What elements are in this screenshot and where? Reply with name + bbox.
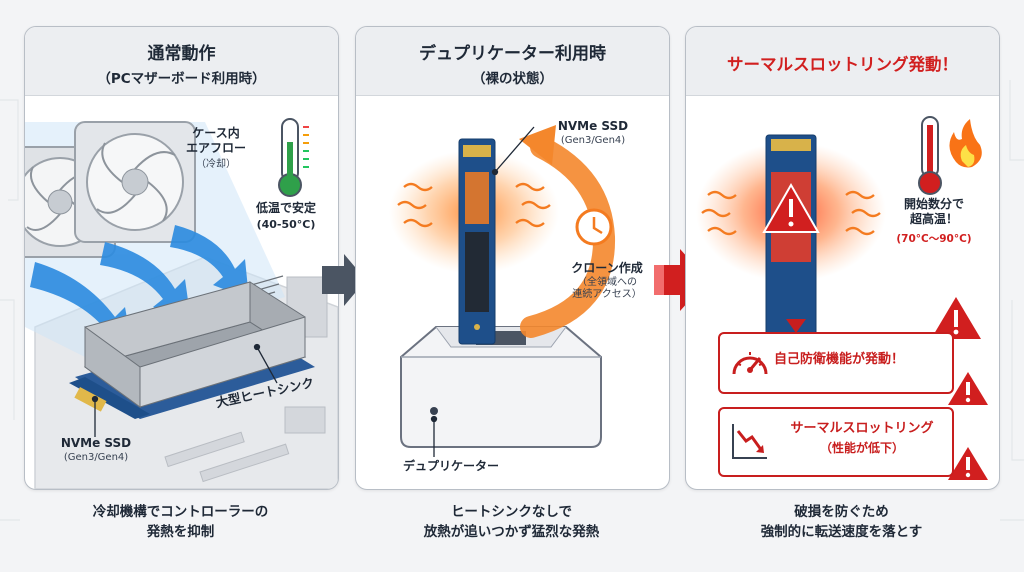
duplicator-dock-icon (400, 326, 602, 448)
panel-subtitle: （裸の状態） (472, 71, 553, 87)
panel-normal-operation: 通常動作 （PCマザーボード利用時） (24, 26, 339, 490)
throttling-label: サーマルスロットリング (790, 421, 934, 436)
panel-subtitle: （PCマザーボード利用時） (97, 71, 266, 87)
thermometer-hot-icon (918, 116, 942, 195)
nvme-ssd-icon (458, 138, 496, 345)
caption-line: ヒートシンクなしで (450, 504, 573, 520)
airflow-sublabel: （冷却） (196, 159, 236, 170)
caption-line: 破損を防ぐため (794, 504, 889, 520)
nvme-ssd-icon (69, 377, 150, 419)
hot-range: (70°C～90°C) (896, 233, 972, 245)
heat-wave-icon (397, 182, 551, 228)
caption-throttling: 破損を防ぐため 強制的に転送速度を落とす (685, 503, 998, 542)
warning-icon (931, 297, 981, 339)
duplicator-illustration (389, 125, 616, 457)
ssd-sublabel: (Gen3/Gen4) (560, 135, 626, 146)
downtrend-chart-icon (732, 424, 767, 459)
panel-header: 通常動作 （PCマザーボード利用時） (25, 27, 338, 96)
panel-header: サーマルスロットリング発動！ (686, 27, 999, 96)
panel-header: デュプリケーター利用時 （裸の状態） (356, 27, 669, 96)
motherboard-illustration (25, 118, 338, 489)
caption-line: 発熱を抑制 (146, 523, 215, 540)
hot-label: 開始数分で 超高温！ (903, 197, 964, 226)
self-defense-alert: 自己防衛機能が発動！ (718, 332, 954, 394)
panel-title: デュプリケーター利用時 (419, 44, 606, 64)
caption-normal: 冷却機構でコントローラーの 発熱を抑制 (24, 503, 337, 542)
ssd-label: NVMe SSD (557, 119, 629, 133)
panel-thermal-throttling: サーマルスロットリング発動！ (685, 26, 1000, 490)
temperature-label: 低温で安定 (255, 201, 316, 215)
panel-title: サーマルスロットリング発動！ (727, 55, 958, 74)
defense-label: 自己防衛機能が発動！ (774, 352, 905, 367)
clone-label: クローン作成 (571, 261, 643, 275)
throttling-sublabel: （性能が低下） (819, 441, 904, 455)
caption-line: 放熱が追いつかず猛烈な発熱 (423, 523, 600, 540)
airflow-label: ケース内 エアフロー (185, 126, 246, 155)
thermometer-cool-icon (278, 118, 309, 197)
warning-icon (948, 447, 988, 480)
clone-sublabel: （全領域への 連続アクセス） (572, 277, 642, 300)
throttling-alert: サーマルスロットリング （性能が低下） (718, 407, 954, 477)
case-fan-icon (74, 121, 196, 243)
flame-icon (949, 119, 982, 168)
clock-icon (575, 208, 613, 246)
ssd-sublabel: (Gen3/Gen4) (63, 452, 129, 463)
panel-duplicator-usage: デュプリケーター利用時 （裸の状態） (355, 26, 670, 490)
warning-icon (762, 182, 820, 233)
temperature-range: (40-50°C) (256, 218, 316, 231)
ssd-label: NVMe SSD (60, 436, 132, 450)
caption-duplicator: ヒートシンクなしで 放熱が追いつかず猛烈な発熱 (355, 503, 668, 542)
heatsink-icon (75, 275, 315, 419)
throttling-illustration (696, 116, 988, 480)
danger-arrow-icon (654, 249, 708, 311)
warning-icon (948, 372, 988, 405)
duplicator-label: デュプリケーター (402, 459, 499, 473)
heat-wave-icon (701, 190, 881, 236)
caption-line: 冷却機構でコントローラーの (92, 504, 269, 520)
caption-line: 強制的に転送速度を落とす (760, 523, 923, 540)
speedometer-icon (732, 352, 768, 375)
panel-title: 通常動作 (147, 44, 216, 64)
